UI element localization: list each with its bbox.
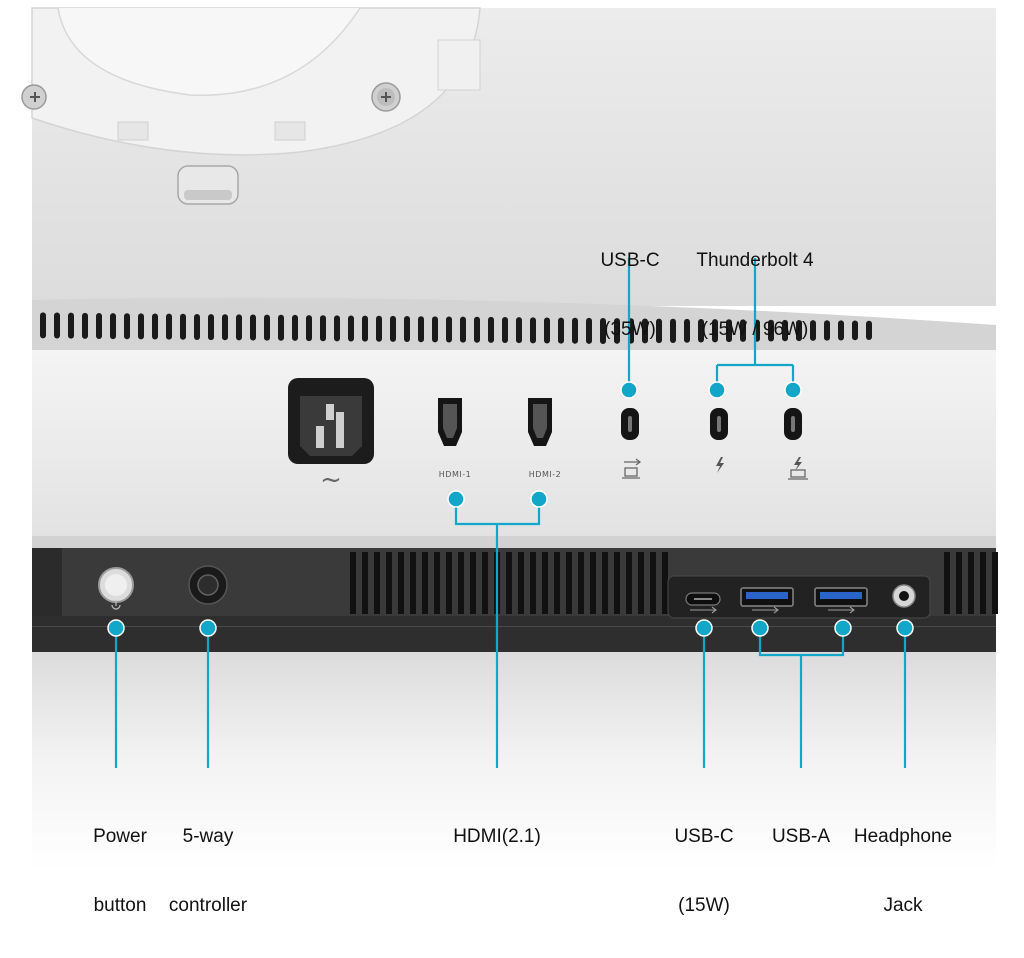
power-button — [98, 567, 134, 603]
label-hdmi-2-1: HDMI(2.1) — [453, 826, 541, 847]
hdmi1-marking: HDMI-1 — [439, 470, 471, 479]
headphone-jack — [892, 584, 916, 608]
label-five-way-controller: 5-way controller — [168, 826, 248, 916]
screw-icon — [371, 82, 401, 112]
lightning-icon — [716, 457, 724, 473]
usb-icon — [828, 606, 855, 614]
hdmi-port-1 — [438, 398, 462, 446]
thunderbolt-port-2 — [784, 408, 802, 440]
lightning-laptop-icon — [788, 457, 808, 480]
usb-laptop-icon — [622, 458, 642, 479]
top-vents — [40, 312, 872, 345]
callout-line — [715, 258, 795, 390]
callout-dot — [708, 381, 726, 399]
label-usbc-35w: USB-C (35W) — [600, 250, 660, 340]
callout-dot — [530, 490, 548, 508]
label-power-button: Power button — [93, 826, 147, 916]
callout-dot — [695, 619, 713, 637]
label-headphone-jack: Headphone Jack — [853, 826, 953, 916]
label-usba: USB-A — [771, 826, 831, 847]
usb-icon — [690, 606, 717, 614]
usbc-15w-port — [685, 592, 721, 606]
usb-icon — [752, 606, 779, 614]
screw-icon — [21, 84, 47, 110]
usbc-35w-port — [621, 408, 639, 440]
ac-symbol: ~ — [320, 465, 342, 495]
label-usbc-15w: USB-C (15W) — [674, 826, 734, 916]
callout-line — [758, 628, 845, 768]
callout-dot — [751, 619, 769, 637]
power-icon — [111, 600, 121, 610]
callout-dot — [896, 619, 914, 637]
io-recess — [667, 575, 931, 619]
callout-dot — [199, 619, 217, 637]
callout-dot — [620, 381, 638, 399]
floor-reflection — [32, 652, 996, 870]
five-way-controller — [188, 565, 228, 605]
callout-dot — [447, 490, 465, 508]
label-thunderbolt-4: Thunderbolt 4 (15W / 96W) — [696, 250, 814, 340]
ac-power-inlet — [288, 378, 374, 464]
usba-port-2 — [814, 587, 868, 607]
hdmi2-marking: HDMI-2 — [529, 470, 561, 479]
callout-lines — [107, 258, 914, 768]
thunderbolt-port-1 — [710, 408, 728, 440]
usba-port-1 — [740, 587, 794, 607]
callout-dot — [784, 381, 802, 399]
callout-dot — [107, 619, 125, 637]
callout-line — [454, 499, 541, 768]
hdmi-port-2 — [528, 398, 552, 446]
port-panel — [32, 350, 996, 540]
callout-dot — [834, 619, 852, 637]
